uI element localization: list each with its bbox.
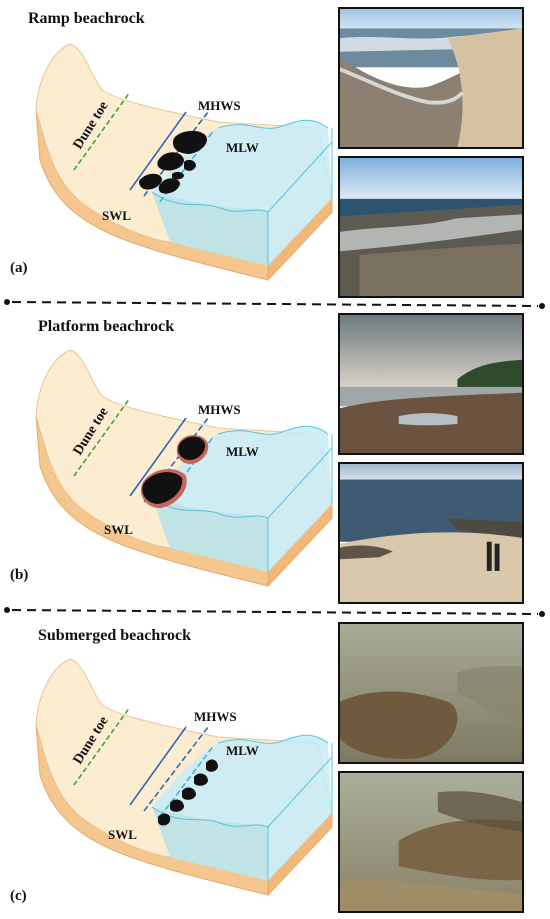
mhws-label: MHWS	[194, 709, 237, 724]
mlw-label: MLW	[226, 140, 259, 155]
coast-block-a	[35, 43, 333, 282]
water-front-face	[152, 807, 268, 881]
submerged-photo-2	[338, 771, 524, 913]
mlw-line	[159, 744, 215, 818]
panel-b-diagram: Dune toe MHWS MLW SWL	[35, 349, 333, 588]
swl-label: SWL	[108, 827, 137, 842]
coast-block-b	[35, 349, 333, 588]
beachrock-submerged	[182, 787, 196, 800]
beachrock-blob	[158, 178, 180, 194]
swl-line	[129, 111, 187, 191]
water-front-face	[152, 498, 268, 572]
beachrock-platform	[142, 472, 183, 504]
beachrock-submerged	[158, 813, 171, 826]
beachrock-platform	[178, 436, 206, 460]
separator-2	[4, 607, 545, 617]
panel-a-diagram: Dune toe MHWS MLW SWL	[35, 43, 333, 282]
beachrock-submerged	[170, 799, 184, 812]
dune-toe-line	[73, 397, 131, 477]
panel-c-title: Submerged beachrock	[38, 627, 192, 644]
panel-b-letter: (b)	[10, 567, 29, 583]
swl-line	[129, 726, 187, 806]
panel-a-title: Ramp beachrock	[28, 10, 145, 27]
panel-b-title: Platform beachrock	[38, 318, 175, 335]
beachrock-blob	[172, 171, 184, 180]
water-vertical-edges	[267, 128, 333, 266]
water-front-face	[152, 192, 268, 266]
swl-label: SWL	[102, 208, 131, 223]
ramp-photo-2	[338, 156, 524, 298]
swl-line	[129, 417, 187, 497]
dune-toe-line	[73, 706, 131, 786]
panel-c-diagram: Dune toe MHWS MLW SWL	[35, 658, 333, 897]
beachrock-blob	[172, 130, 207, 154]
beachrock-blob	[157, 152, 184, 171]
panel-c-letter: (c)	[10, 888, 27, 904]
water-vertical-edges	[267, 743, 333, 881]
coast-block-c	[35, 658, 333, 897]
beachrock-blob	[139, 173, 162, 190]
dune-toe-line	[73, 91, 131, 171]
beachrock-blob	[184, 159, 196, 171]
water-back-edge	[217, 119, 329, 129]
beachrock-submerged	[206, 759, 218, 772]
mhws-label: MHWS	[198, 402, 241, 417]
water-back-edge	[217, 734, 329, 744]
swl-label: SWL	[104, 522, 133, 537]
beachrock-submerged	[194, 773, 208, 786]
water-front-edge	[151, 447, 333, 519]
mhws-label: MHWS	[198, 98, 241, 113]
separator-1	[4, 299, 545, 309]
water-vertical-edges	[267, 434, 333, 572]
water-back-edge	[217, 425, 329, 435]
submerged-photo-1	[338, 622, 524, 764]
water-front-edge	[151, 756, 333, 828]
platform-photo-2	[338, 462, 524, 604]
ramp-photo-1	[338, 7, 524, 149]
mlw-label: MLW	[226, 743, 259, 758]
mlw-label: MLW	[226, 444, 259, 459]
platform-photo-1	[338, 313, 524, 455]
panel-a-letter: (a)	[10, 260, 28, 276]
water-front-edge	[151, 141, 333, 213]
